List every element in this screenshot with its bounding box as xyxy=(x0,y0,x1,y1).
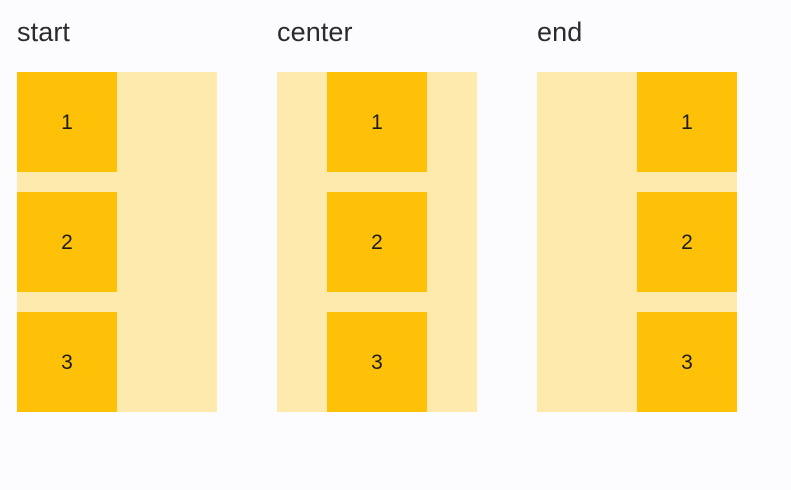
flex-item: 1 xyxy=(327,72,427,172)
flex-item-label: 2 xyxy=(681,230,693,254)
flex-item: 2 xyxy=(17,192,117,292)
align-container-start: 1 2 3 xyxy=(17,72,217,412)
flex-item: 1 xyxy=(17,72,117,172)
flex-item: 3 xyxy=(17,312,117,412)
flex-item-label: 3 xyxy=(61,350,73,374)
flex-item-label: 1 xyxy=(681,110,693,134)
flex-item: 3 xyxy=(327,312,427,412)
align-container-end: 1 2 3 xyxy=(537,72,737,412)
flex-item-label: 2 xyxy=(61,230,73,254)
flex-item: 2 xyxy=(327,192,427,292)
flex-item-label: 2 xyxy=(371,230,383,254)
flex-item-label: 1 xyxy=(371,110,383,134)
flex-item-label: 3 xyxy=(681,350,693,374)
group-label-start: start xyxy=(17,17,71,47)
flex-item-label: 3 xyxy=(371,350,383,374)
flex-item: 1 xyxy=(637,72,737,172)
flex-item: 2 xyxy=(637,192,737,292)
align-container-center: 1 2 3 xyxy=(277,72,477,412)
flex-item-label: 1 xyxy=(61,110,73,134)
group-label-end: end xyxy=(537,17,583,47)
group-label-center: center xyxy=(277,17,353,47)
flex-item: 3 xyxy=(637,312,737,412)
